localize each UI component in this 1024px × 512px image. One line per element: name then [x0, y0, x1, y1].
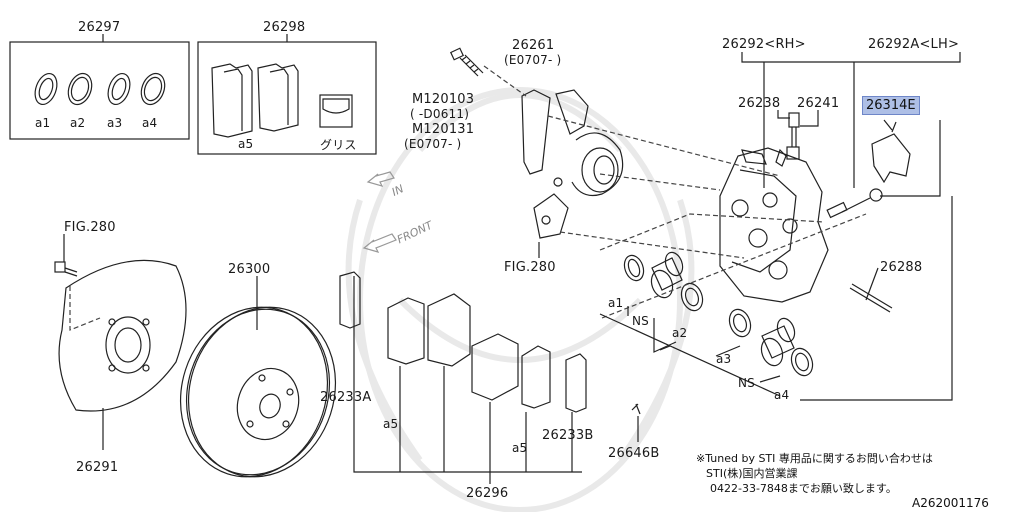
- pad-pin-icon: [849, 283, 893, 313]
- part-label-26298[interactable]: 26298: [263, 20, 306, 35]
- piston-seal-label-a2: a2: [672, 326, 688, 340]
- piston-label-ns-2: NS: [738, 376, 755, 390]
- brake-pad-set: [339, 271, 587, 413]
- front-arrow-icon: [362, 233, 397, 253]
- part-label-26233a[interactable]: 26233A: [320, 390, 372, 405]
- piston-label-ns-1: NS: [632, 314, 649, 328]
- fig-ref-280-knuckle[interactable]: FIG.280: [504, 260, 556, 275]
- piston-set: [623, 251, 814, 377]
- clip-26314e-icon: [871, 119, 911, 184]
- knuckle-icon: [521, 89, 624, 239]
- pad-label-a5-left: a5: [383, 417, 399, 431]
- seal-label-a1: a1: [35, 116, 51, 130]
- part-label-26314e-highlighted[interactable]: 26314E: [862, 96, 920, 115]
- dust-shield-icon: [58, 259, 187, 412]
- part-label-26297[interactable]: 26297: [78, 20, 121, 35]
- leader-lines: [63, 52, 961, 484]
- piston-seal-label-a1: a1: [608, 296, 624, 310]
- shim-label-a5: a5: [238, 137, 254, 151]
- sti-note-line-3: 0422-33-7848までお願い致します。: [710, 482, 897, 495]
- part-label-26241[interactable]: 26241: [797, 96, 840, 111]
- bleeder-screw-icon: [786, 112, 800, 160]
- piston-seal-label-a4: a4: [774, 388, 790, 402]
- part-label-m120103[interactable]: M120103: [412, 92, 475, 107]
- part-note-m120103: ( -D0611): [410, 107, 470, 121]
- seal-label-a2: a2: [70, 116, 86, 130]
- wear-indicator-icon: [631, 403, 641, 415]
- part-label-26288[interactable]: 26288: [880, 260, 923, 275]
- watermark-emblem: [345, 87, 695, 512]
- part-label-26261[interactable]: 26261: [512, 38, 555, 53]
- grease-label: グリス: [320, 138, 357, 152]
- part-label-26291[interactable]: 26291: [76, 460, 119, 475]
- seal-a2: [67, 72, 93, 106]
- bolt-icon: [449, 47, 484, 77]
- sti-note-line-2: STI(株)国内営業課: [706, 467, 798, 480]
- dashed-leaders: [69, 65, 867, 331]
- part-label-26233b[interactable]: 26233B: [542, 428, 594, 443]
- rotor-icon: [179, 306, 337, 478]
- in-arrow-icon: [366, 171, 395, 187]
- catalog-id: A262001176: [912, 496, 989, 510]
- seal-a4: [140, 72, 166, 106]
- shim-set: [211, 63, 299, 138]
- sti-note-line-1: ※Tuned by STI 専用品に関するお問い合わせは: [696, 452, 933, 465]
- pin-icon: [826, 188, 883, 219]
- part-label-26292a[interactable]: 26292A<LH>: [868, 37, 960, 52]
- part-label-26292[interactable]: 26292<RH>: [722, 37, 806, 52]
- part-label-26300[interactable]: 26300: [228, 262, 271, 277]
- seal-label-a3: a3: [107, 116, 123, 130]
- part-label-26238[interactable]: 26238: [738, 96, 781, 111]
- seal-a3: [107, 72, 131, 106]
- caliper-icon: [719, 147, 829, 303]
- part-label-m120131[interactable]: M120131: [412, 122, 475, 137]
- grease-pack-icon: [319, 94, 353, 128]
- fig-ref-280-shield[interactable]: FIG.280: [64, 220, 116, 235]
- seal-a1: [34, 72, 58, 106]
- seal-label-a4: a4: [142, 116, 158, 130]
- shield-bolt-icon: [54, 261, 78, 277]
- part-note-m120131: (E0707- ): [404, 137, 462, 151]
- part-label-26296[interactable]: 26296: [466, 486, 509, 501]
- part-label-26646b[interactable]: 26646B: [608, 446, 660, 461]
- pad-label-a5-right: a5: [512, 441, 528, 455]
- piston-seal-label-a3: a3: [716, 352, 732, 366]
- kit-box-26297: [9, 41, 190, 140]
- part-note-26261: (E0707- ): [504, 53, 562, 67]
